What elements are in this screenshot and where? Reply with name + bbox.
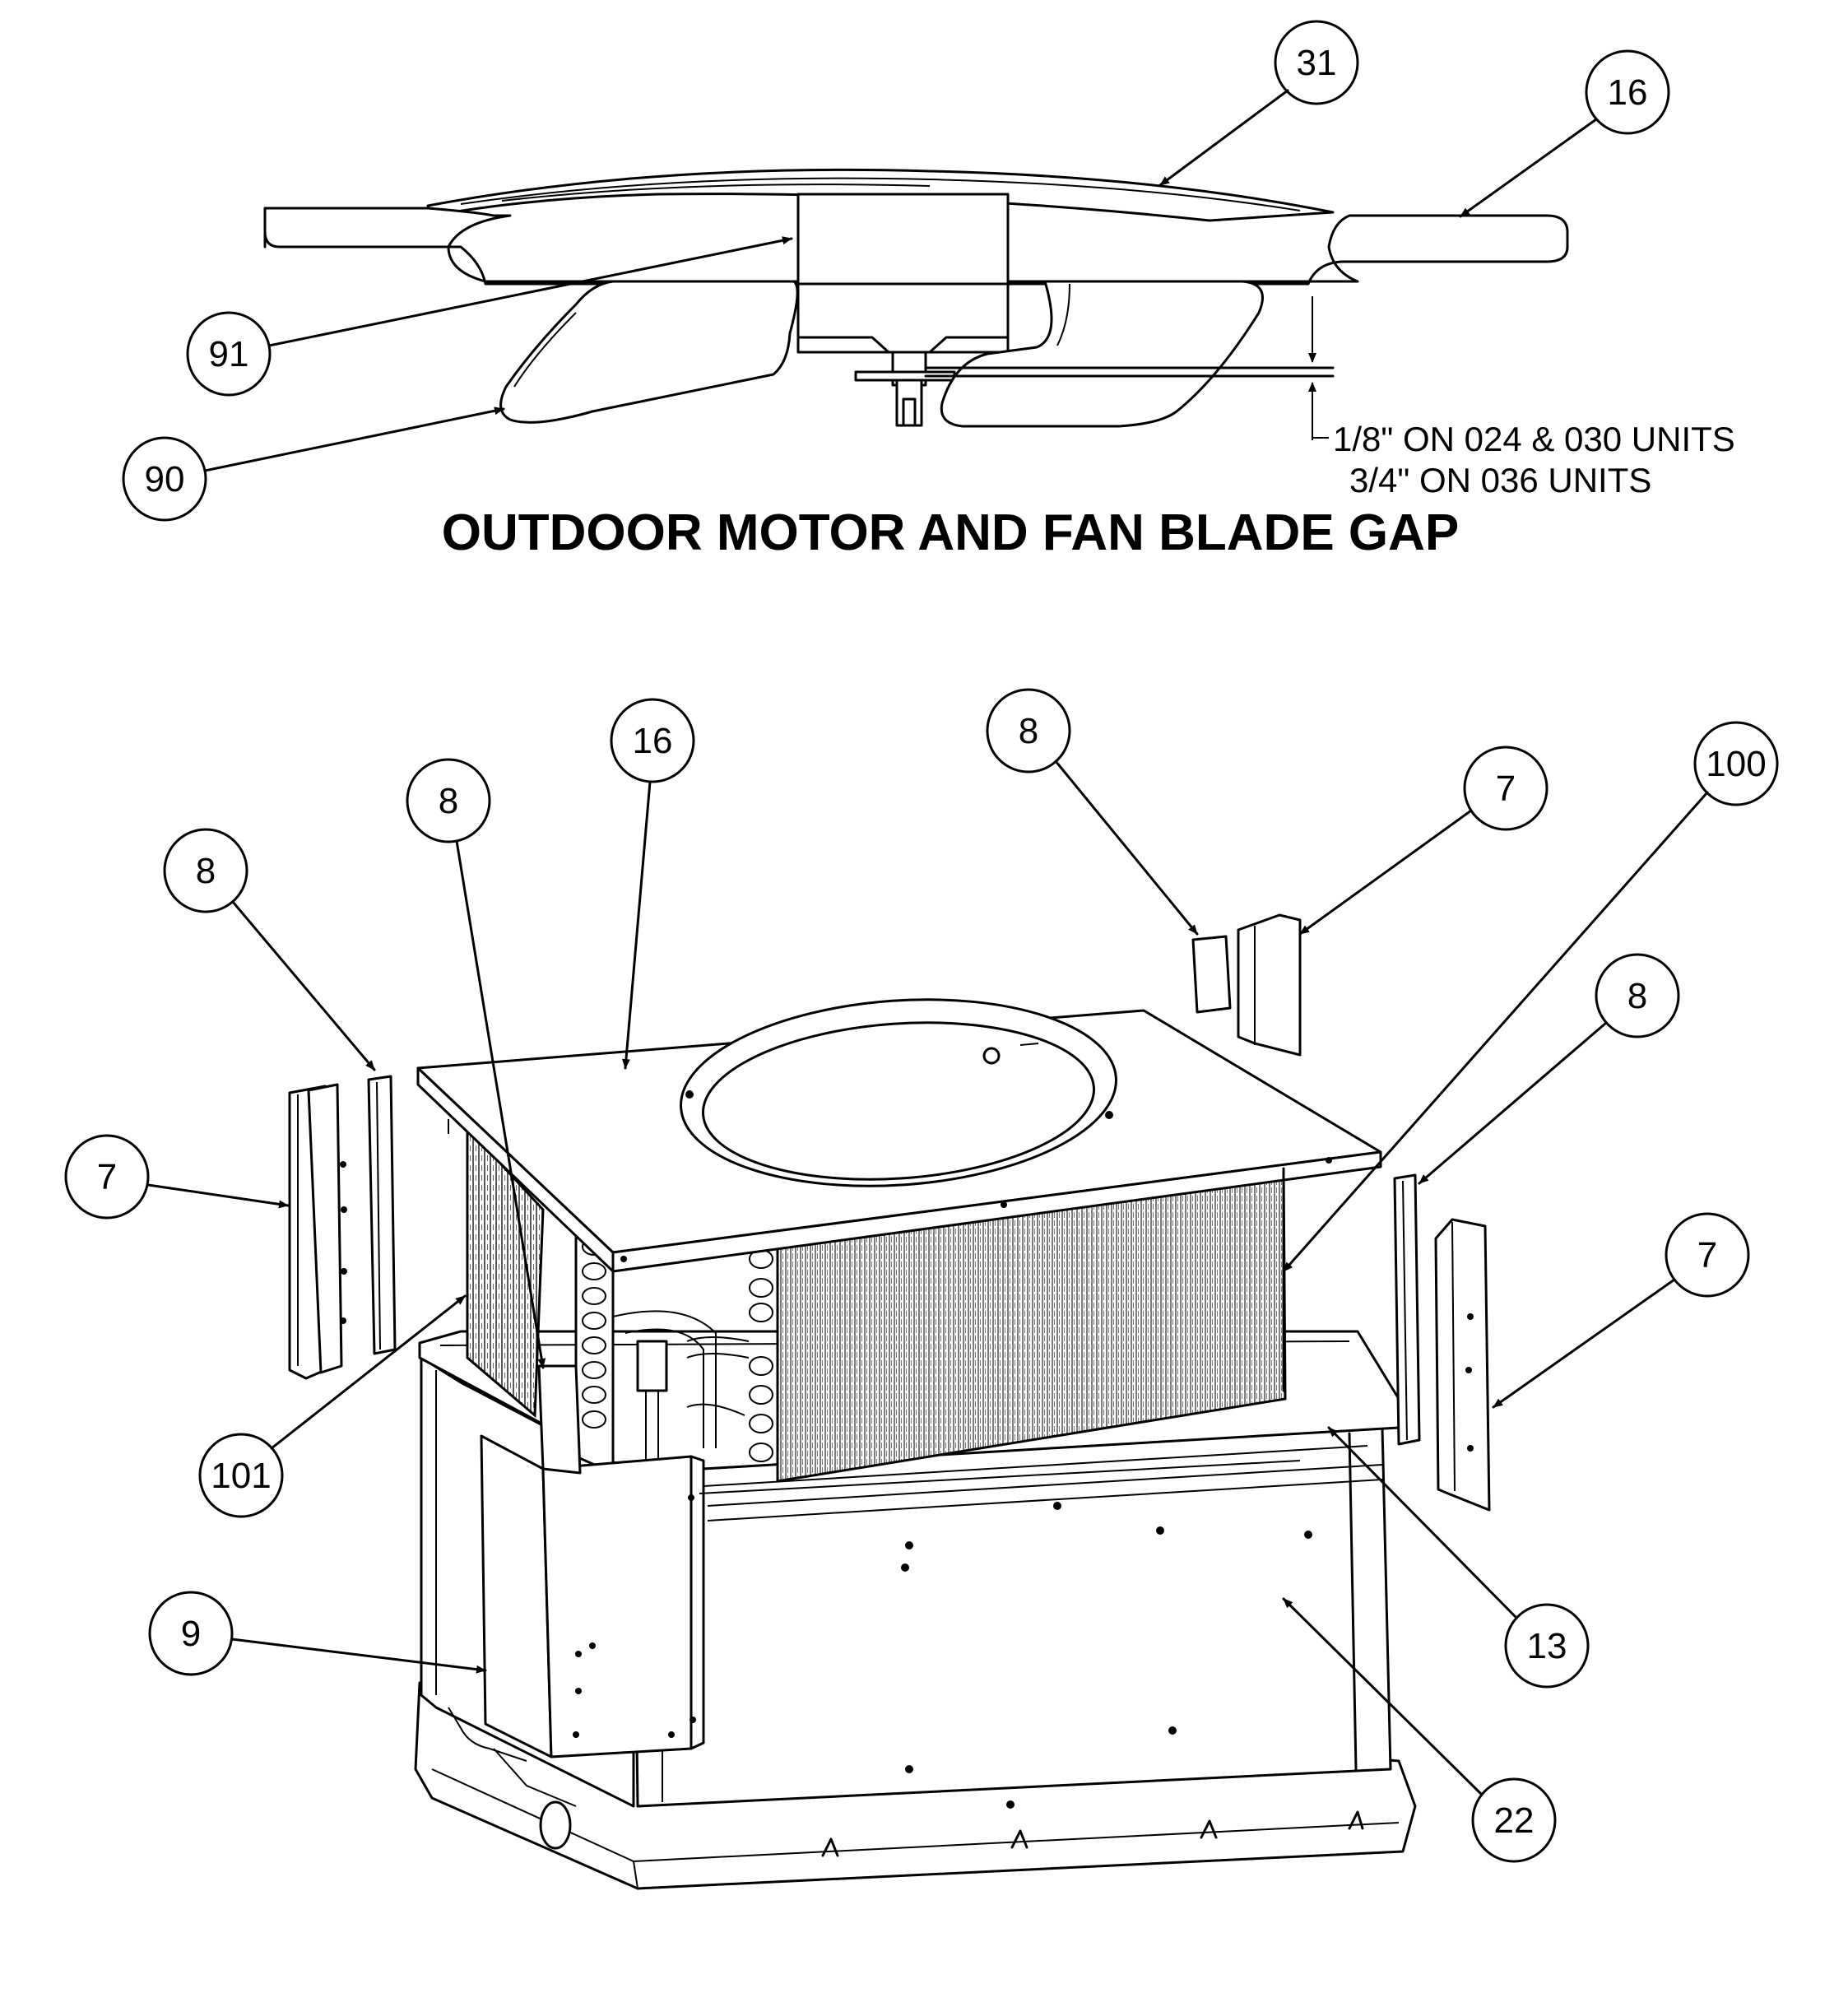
callout-8-right-top: 8 xyxy=(986,688,1199,936)
svg-text:16: 16 xyxy=(1608,72,1648,113)
control-box xyxy=(480,1434,553,1758)
callout-16-top: 16 xyxy=(1459,49,1670,218)
callout-8-right: 8 xyxy=(1418,953,1680,1185)
top-panel-edge xyxy=(263,207,1569,286)
condensing-unit xyxy=(414,998,1417,1890)
fan-blade-right xyxy=(940,280,1264,428)
callout-101: 101 xyxy=(198,1294,467,1518)
control-box-front xyxy=(541,1455,693,1758)
callout-22: 22 xyxy=(1282,1597,1557,1863)
coil-return-bends xyxy=(749,1224,773,1462)
corner-post-left xyxy=(288,1083,347,1380)
callout-7-left: 7 xyxy=(64,1134,290,1220)
fan-blade-left xyxy=(499,280,799,424)
gap-note-line2: 3/4" ON 036 UNITS xyxy=(1349,461,1651,499)
callout-31: 31 xyxy=(1158,20,1359,187)
svg-text:7: 7 xyxy=(97,1157,117,1197)
svg-text:13: 13 xyxy=(1527,1626,1567,1666)
corner-post-cover-left xyxy=(367,1075,397,1355)
svg-text:16: 16 xyxy=(633,721,673,761)
callout-90: 90 xyxy=(122,407,505,522)
callout-9: 9 xyxy=(148,1591,487,1676)
corner-post-cover-right-top xyxy=(1191,935,1232,1014)
svg-text:22: 22 xyxy=(1494,1800,1535,1841)
corner-post-right-top xyxy=(1237,913,1302,1057)
fan-motor-assembly xyxy=(263,168,1569,440)
svg-text:9: 9 xyxy=(181,1614,201,1654)
svg-text:31: 31 xyxy=(1297,43,1337,83)
front-panel xyxy=(632,1426,1392,1808)
callout-8-left: 8 xyxy=(163,828,376,1071)
svg-text:8: 8 xyxy=(1019,711,1038,751)
svg-text:7: 7 xyxy=(1697,1235,1717,1275)
callout-13: 13 xyxy=(1327,1426,1590,1689)
corner-post-right xyxy=(1434,1218,1491,1512)
callout-91: 91 xyxy=(186,236,793,397)
callout-7-right-top: 7 xyxy=(1298,746,1549,936)
svg-text:90: 90 xyxy=(145,459,185,499)
callout-8-center: 8 xyxy=(406,758,546,1369)
svg-text:8: 8 xyxy=(1627,976,1647,1016)
svg-text:101: 101 xyxy=(211,1456,271,1496)
svg-text:7: 7 xyxy=(1496,769,1516,809)
callout-16-unit: 16 xyxy=(610,698,695,1070)
svg-text:100: 100 xyxy=(1706,744,1766,784)
svg-text:8: 8 xyxy=(196,851,216,891)
gap-note-line1: 1/8" ON 024 & 030 UNITS xyxy=(1333,420,1735,458)
svg-text:8: 8 xyxy=(439,781,458,821)
svg-text:91: 91 xyxy=(209,334,249,374)
corner-post-cover-right xyxy=(1393,1173,1421,1446)
callout-100: 100 xyxy=(1282,721,1779,1273)
callout-7-right: 7 xyxy=(1492,1212,1750,1409)
diagram-title: OUTDOOR MOTOR AND FAN BLADE GAP xyxy=(442,504,1460,561)
